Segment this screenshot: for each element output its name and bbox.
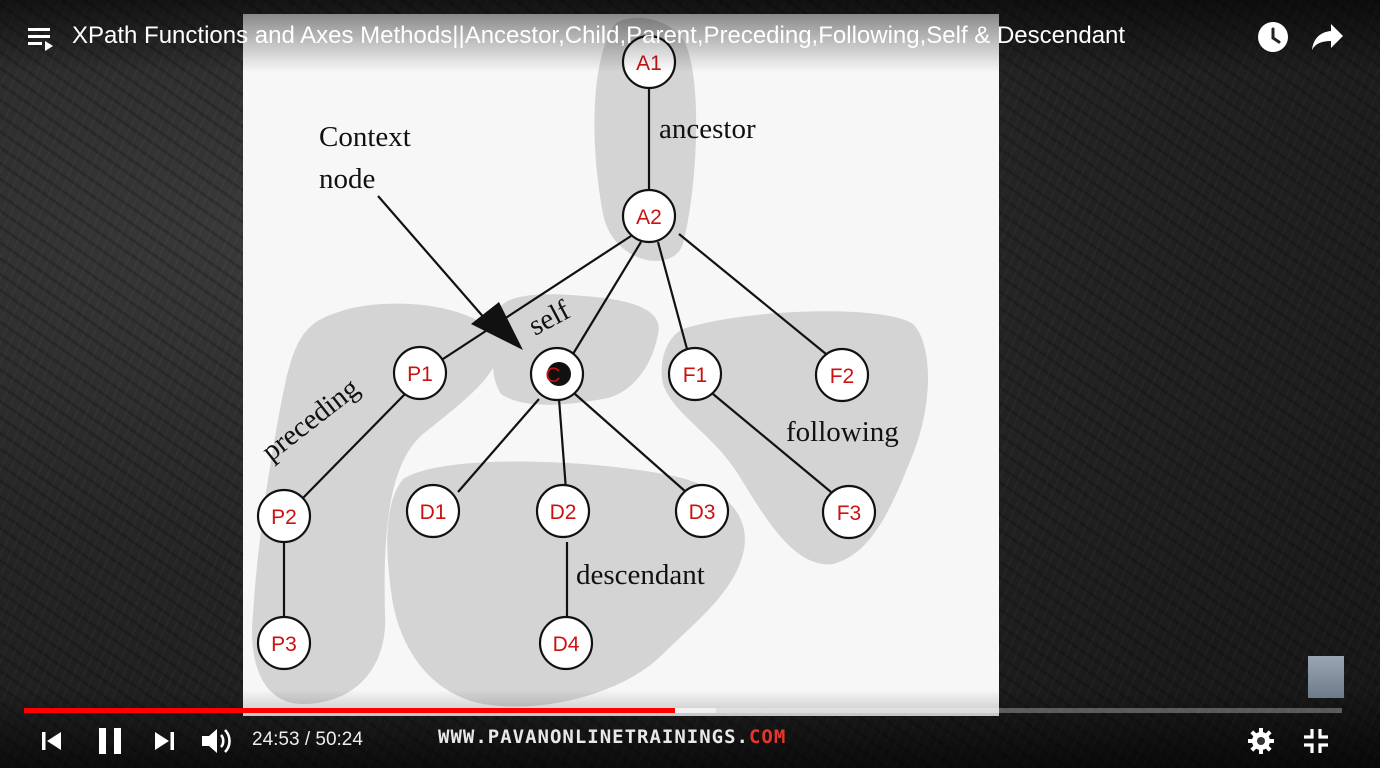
- time-display: 24:53 / 50:24: [252, 729, 363, 750]
- previous-icon[interactable]: [40, 729, 64, 753]
- edge-c-d2: [557, 398, 568, 491]
- edge-a2-p1: [442, 235, 632, 360]
- descendant-label: descendant: [576, 559, 705, 591]
- clock-icon[interactable]: [1257, 21, 1289, 53]
- exit-fullscreen-icon[interactable]: [1302, 727, 1330, 755]
- edge-p1-p2: [300, 393, 406, 501]
- node-d4: [538, 615, 594, 671]
- node-d1: [405, 483, 461, 539]
- node-p1: [392, 345, 448, 401]
- context-pointer-line: [377, 195, 494, 329]
- next-icon[interactable]: [152, 729, 176, 753]
- node-f1: [667, 346, 723, 402]
- context-node-dot: [547, 362, 571, 386]
- xpath-axes-diagram: A1 A2 P1 C F1 F2 P2 D1 D2 D3 F3 P3 D4 Co…: [252, 17, 928, 707]
- node-label-p2: P2: [271, 506, 297, 529]
- node-d3: [674, 483, 730, 539]
- node-p2: [256, 488, 312, 544]
- node-label-p1: P1: [407, 363, 433, 386]
- edge-c-d1: [457, 398, 540, 493]
- node-label-p3: P3: [271, 633, 297, 656]
- node-labels: A1 A2 P1 C F1 F2 P2 D1 D2 D3 F3 P3 D4: [271, 52, 861, 656]
- top-bar: XPath Functions and Axes Methods||Ancest…: [0, 0, 1380, 72]
- progress-bar[interactable]: [24, 708, 1342, 713]
- gear-icon[interactable]: [1247, 727, 1275, 755]
- tree-nodes: [256, 34, 877, 671]
- share-icon[interactable]: [1311, 22, 1345, 52]
- ancestor-label: ancestor: [659, 113, 756, 145]
- node-label-f2: F2: [830, 365, 855, 388]
- video-title[interactable]: XPath Functions and Axes Methods||Ancest…: [72, 22, 1126, 49]
- edge-c-d3: [574, 393, 687, 493]
- node-p3: [256, 615, 312, 671]
- node-label-d1: D1: [420, 501, 447, 524]
- watermark-site: WWW.PAVANONLINETRAININGS.: [438, 726, 749, 748]
- node-label-c: C: [545, 364, 560, 387]
- volume-icon[interactable]: [200, 725, 234, 757]
- node-a2: [621, 188, 677, 244]
- node-d2: [535, 483, 591, 539]
- node-f3: [821, 484, 877, 540]
- playlist-icon[interactable]: [28, 26, 56, 52]
- node-f2: [814, 347, 870, 403]
- node-label-f1: F1: [683, 364, 708, 387]
- context-pointer-arrowhead: [471, 302, 523, 350]
- watermark-logo: WWW.PAVANONLINETRAININGS.COM: [438, 726, 786, 748]
- node-label-d3: D3: [689, 501, 716, 524]
- edge-a2-c: [572, 241, 642, 355]
- node-label-f3: F3: [837, 502, 862, 525]
- preceding-region: [252, 303, 499, 704]
- node-label-a2: A2: [636, 206, 662, 229]
- presenter-thumbnail: [1308, 656, 1344, 698]
- slide: A1 A2 P1 C F1 F2 P2 D1 D2 D3 F3 P3 D4 Co…: [243, 14, 999, 716]
- context-label-line1: Context: [319, 121, 411, 153]
- player-controls: [0, 690, 1380, 768]
- context-label-line2: node: [319, 163, 375, 195]
- pause-icon[interactable]: [96, 726, 124, 756]
- edge-a2-f1: [656, 241, 689, 350]
- following-label: following: [786, 416, 899, 448]
- edge-f1-f3: [712, 393, 832, 493]
- edge-a2-f2: [678, 233, 827, 355]
- node-label-d2: D2: [550, 501, 577, 524]
- tree-edges: [282, 87, 832, 619]
- node-label-d4: D4: [553, 633, 580, 656]
- played-bar: [24, 708, 676, 713]
- watermark-tld: COM: [748, 726, 787, 748]
